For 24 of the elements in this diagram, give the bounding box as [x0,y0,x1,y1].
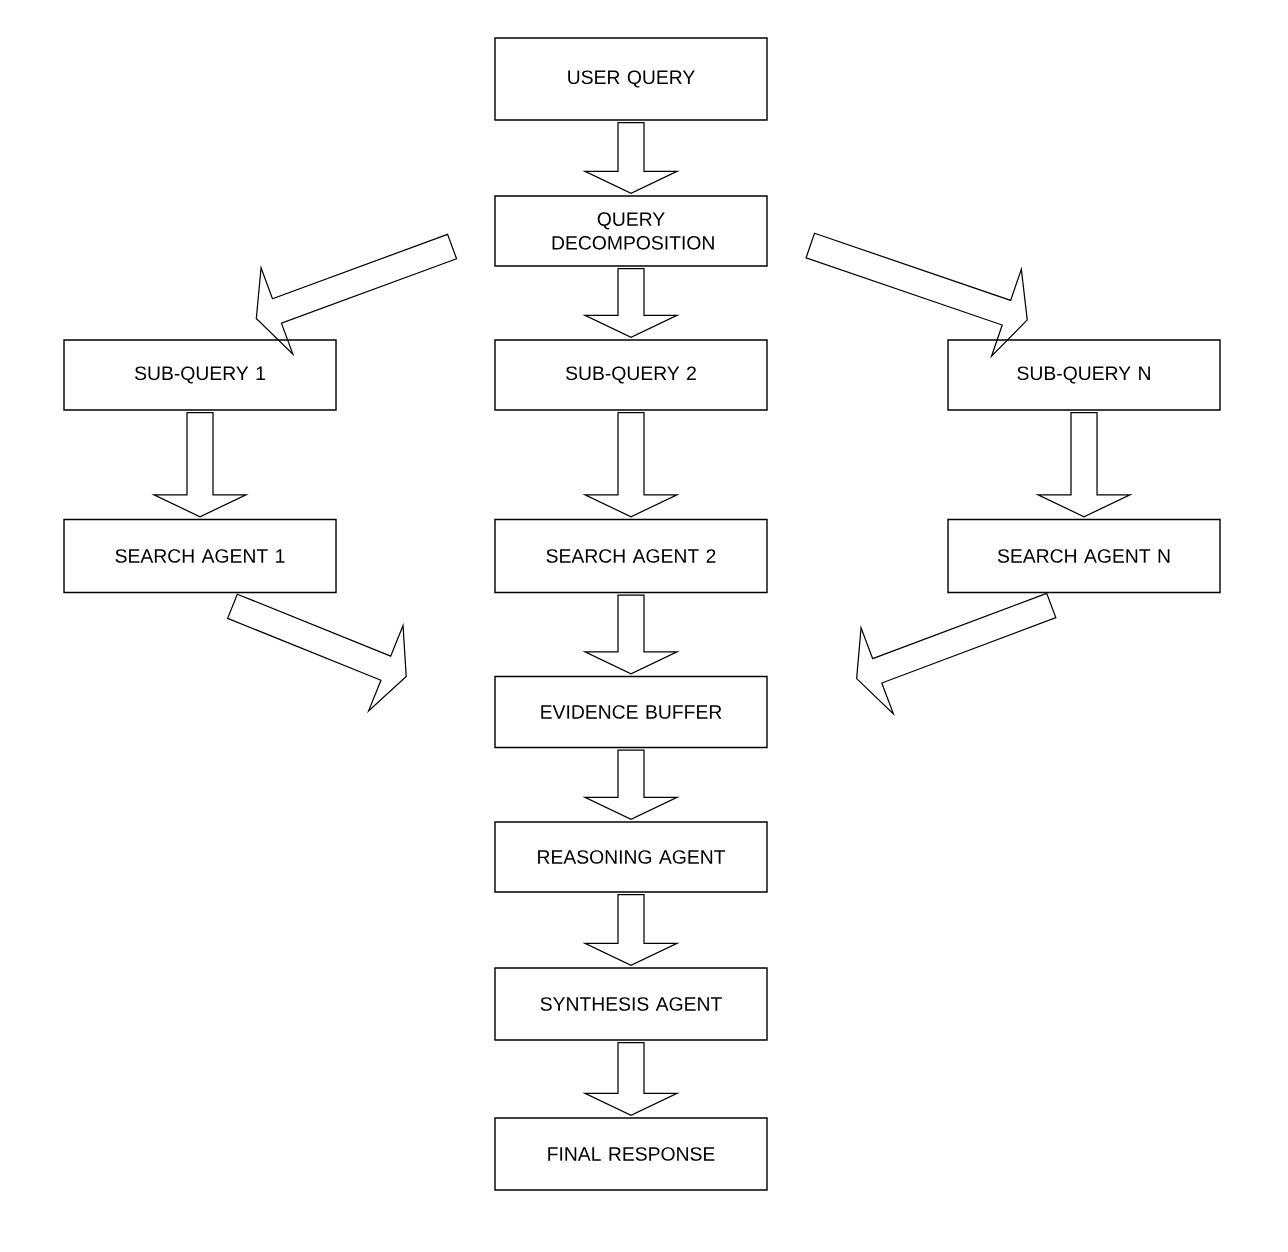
process-box: SEARCH AGENT 2 [494,518,768,594]
block-arrow [151,412,249,518]
block-arrow [805,232,1028,359]
process-box: USER QUERY [494,37,768,121]
block-arrow [255,233,458,357]
block-arrow [582,1042,680,1116]
process-box: SUB-QUERY 1 [63,339,337,411]
block-arrow [582,594,680,675]
process-box: QUERY DECOMPOSITION [494,195,768,267]
block-arrow [582,268,680,338]
block-arrow [582,894,680,966]
process-box: SUB-QUERY N [947,339,1221,411]
process-box: EVIDENCE BUFFER [494,675,768,749]
process-box: SYNTHESIS AGENT [494,967,768,1041]
process-box: SUB-QUERY 2 [494,339,768,411]
process-box: REASONING AGENT [494,821,768,893]
process-box: FINAL RESPONSE [494,1117,768,1191]
block-arrow [582,122,680,194]
block-arrow [582,749,680,820]
process-box: SEARCH AGENT 1 [63,518,337,594]
block-arrow [1035,412,1133,518]
block-arrow [582,412,680,518]
block-arrow [856,592,1057,717]
process-box: SEARCH AGENT N [947,518,1221,594]
